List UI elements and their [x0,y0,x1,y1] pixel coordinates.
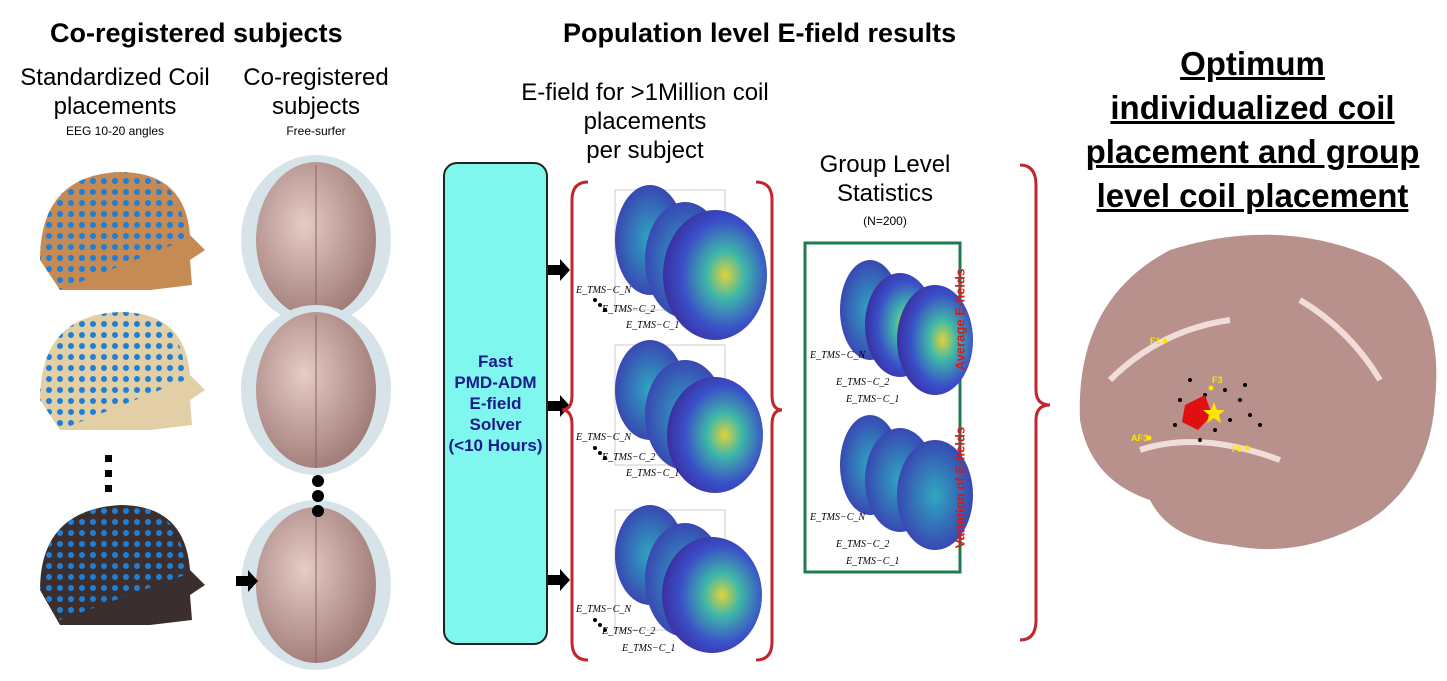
col4-title: Group Level Statistics [819,151,951,207]
col2-title: Co-registered subjects [243,64,389,120]
coregistered-brains [241,155,391,670]
electrode-label: F5 [1232,444,1243,454]
efield-label: E_TMS−C_2 [602,452,656,463]
group-stats-box [803,241,962,574]
col3-title: E-field for >1Million coil placements pe… [521,79,769,164]
average-efields-label: Average E-fields [952,268,968,371]
efield-label: E_TMS−C_2 [602,304,656,315]
col2-subtitle: Free-surfer [286,124,346,138]
electrode-label: AF3 [1131,433,1149,443]
efield-label: E_TMS−C_N [576,432,632,443]
efield-label: E_TMS−C_N [576,285,632,296]
optimum-line: level coil placement [1096,177,1409,214]
group-label: E_TMS−C_N [810,350,866,361]
efield-label: E_TMS−C_1 [626,468,680,479]
optimum-brain [1079,234,1437,550]
efield-label: E_TMS−C_N [576,604,632,615]
efield-label: E_TMS−C_1 [622,643,676,654]
group-label: E_TMS−C_2 [836,539,890,550]
col1-subtitle: EEG 10-20 angles [65,124,165,138]
col4-subtitle: (N=200) [863,214,907,228]
col1-title: Standardized Coil placements [20,64,210,120]
electrode-label: F1 [1150,336,1161,346]
braces [561,163,1051,662]
head-models [40,172,205,625]
group-stacks [840,260,973,550]
solver-label: Fast PMD-ADM E-field Solver (<10 Hours) [448,352,543,455]
solver-box: Fast PMD-ADM E-field Solver (<10 Hours) [443,162,548,645]
optimum-line: Optimum [1180,45,1325,82]
header-coregistered: Co-registered subjects [50,18,343,48]
efield-label: E_TMS−C_1 [626,320,680,331]
group-label: E_TMS−C_1 [846,394,900,405]
group-label: E_TMS−C_1 [846,556,900,567]
variation-efields-label: Variation of E-fields [952,426,968,549]
efield-label: E_TMS−C_2 [602,626,656,637]
optimum-line: individualized coil [1110,89,1395,126]
header-population: Population level E-field results [563,18,957,48]
optimum-line: placement and group [1085,133,1420,170]
header-optimum: Optimum individualized coil placement an… [1060,42,1445,218]
group-label: E_TMS−C_N [810,512,866,523]
group-label: E_TMS−C_2 [836,377,890,388]
electrode-label: F3 [1212,375,1223,385]
efield-stacks [593,185,767,653]
